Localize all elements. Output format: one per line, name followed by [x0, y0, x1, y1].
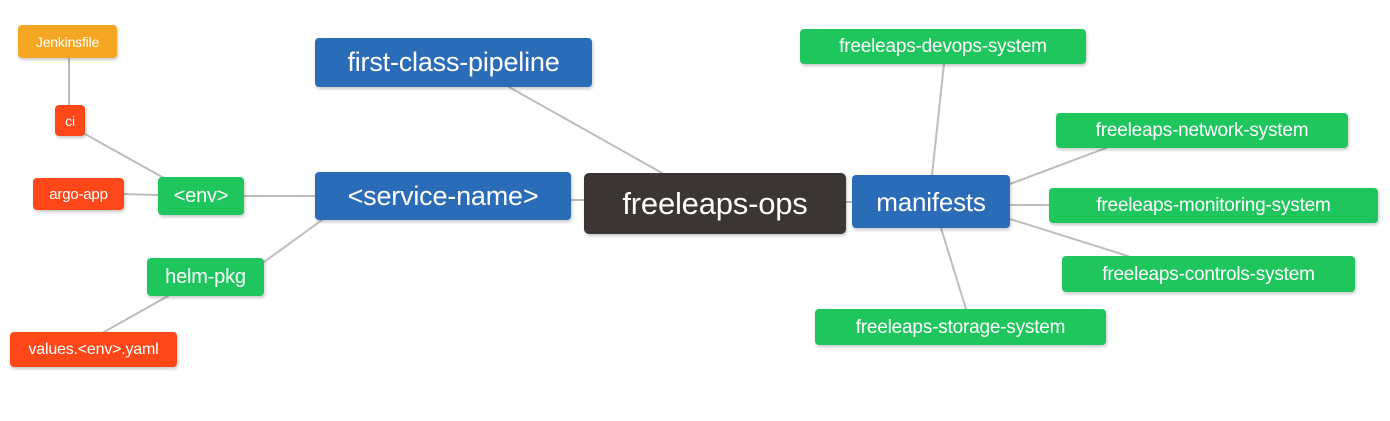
- edge-argo-app-to-env: [123, 193, 159, 196]
- node-service-name[interactable]: <service-name>: [315, 172, 571, 220]
- node-ci[interactable]: ci: [55, 105, 85, 136]
- node-label-jenkinsfile: Jenkinsfile: [35, 33, 100, 50]
- node-label-pipeline: first-class-pipeline: [347, 47, 560, 77]
- edge-helm-pkg-to-values-yaml: [103, 295, 169, 333]
- node-label-monitoring: freeleaps-monitoring-system: [1096, 195, 1331, 216]
- node-network[interactable]: freeleaps-network-system: [1056, 113, 1348, 148]
- edge-ci-to-env: [84, 133, 165, 179]
- node-pipeline[interactable]: first-class-pipeline: [315, 38, 592, 87]
- edge-manifests-to-controls: [1009, 218, 1129, 257]
- edge-manifests-to-storage: [940, 227, 967, 310]
- node-label-controls: freeleaps-controls-system: [1102, 263, 1315, 285]
- node-helm-pkg[interactable]: helm-pkg: [147, 258, 264, 296]
- node-label-argo-app: argo-app: [49, 185, 108, 203]
- node-label-env: <env>: [173, 185, 229, 207]
- node-label-service-name: <service-name>: [347, 180, 539, 211]
- edge-manifests-to-devops: [931, 63, 945, 176]
- node-label-root: freeleaps-ops: [622, 186, 808, 221]
- node-env[interactable]: <env>: [158, 177, 244, 215]
- node-jenkinsfile[interactable]: Jenkinsfile: [18, 25, 117, 58]
- node-controls[interactable]: freeleaps-controls-system: [1062, 256, 1355, 292]
- edge-pipeline-to-root: [508, 86, 663, 174]
- node-label-ci: ci: [65, 112, 75, 129]
- node-label-network: freeleaps-network-system: [1095, 120, 1309, 141]
- node-label-storage: freeleaps-storage-system: [855, 316, 1066, 338]
- node-label-values-yaml: values.<env>.yaml: [28, 340, 159, 358]
- edge-service-name-to-helm-pkg: [263, 219, 323, 263]
- node-label-helm-pkg: helm-pkg: [165, 266, 246, 288]
- node-label-devops: freeleaps-devops-system: [839, 36, 1047, 57]
- node-label-manifests: manifests: [876, 186, 986, 217]
- edge-manifests-to-network: [1009, 147, 1107, 185]
- node-devops[interactable]: freeleaps-devops-system: [800, 29, 1086, 64]
- node-monitoring[interactable]: freeleaps-monitoring-system: [1049, 188, 1378, 223]
- node-values-yaml[interactable]: values.<env>.yaml: [10, 332, 177, 367]
- node-root[interactable]: freeleaps-ops: [584, 173, 846, 234]
- node-manifests[interactable]: manifests: [852, 175, 1010, 228]
- node-storage[interactable]: freeleaps-storage-system: [815, 309, 1106, 345]
- node-argo-app[interactable]: argo-app: [33, 178, 124, 210]
